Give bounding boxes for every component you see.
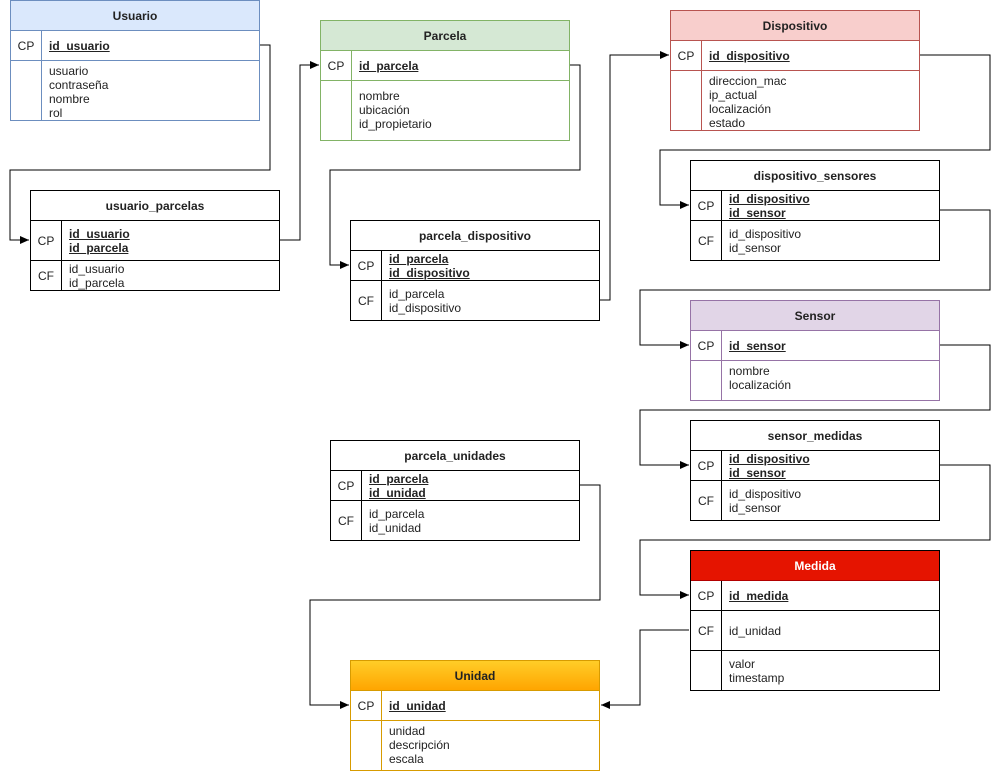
cf-label: CF	[691, 481, 722, 520]
entity-title: Parcela	[321, 21, 569, 51]
attr-field: nombre	[729, 364, 770, 378]
attr-field: nombre	[359, 89, 400, 103]
attr-field: contraseña	[49, 78, 109, 92]
attr-field: ubicación	[359, 103, 410, 117]
attr-field: nombre	[49, 92, 90, 106]
fk-field: id_dispositivo	[729, 226, 802, 241]
entity-title: usuario_parcelas	[31, 191, 279, 221]
entity-title: Usuario	[11, 1, 259, 31]
connector-sensor-to-sensor-medidas	[639, 344, 991, 469]
pk-field: id_parcela	[69, 240, 129, 255]
attr-field: unidad	[389, 724, 426, 738]
fk-field: id_sensor	[729, 500, 782, 515]
attr-field: escala	[389, 752, 424, 766]
entity-parcela[interactable]: Parcela CP id_parcela nombre ubicación i…	[320, 20, 570, 141]
fk-field: id_sensor	[729, 240, 782, 255]
pk-field: id_medida	[729, 588, 789, 603]
entity-title: parcela_unidades	[331, 441, 579, 471]
pk-field: id_usuario	[49, 38, 110, 53]
attr-field: localización	[729, 378, 792, 392]
entity-usuario[interactable]: Usuario CP id_usuario usuario contraseña…	[10, 0, 260, 121]
attr-field: estado	[709, 116, 746, 130]
pk-field: id_dispositivo	[389, 265, 470, 280]
pk-field: id_parcela	[369, 471, 429, 486]
pk-field: id_parcela	[389, 251, 449, 266]
entity-dispositivo-sensores[interactable]: dispositivo_sensores CP id_dispositivo i…	[690, 160, 940, 261]
pk-field: id_sensor	[729, 338, 786, 353]
fk-field: id_dispositivo	[729, 486, 802, 501]
fk-field: id_parcela	[389, 286, 445, 301]
cp-label: CP	[321, 51, 352, 80]
entity-usuario-parcelas[interactable]: usuario_parcelas CP id_usuario id_parcel…	[30, 190, 280, 291]
cf-label: CF	[691, 611, 722, 650]
fk-field: id_usuario	[69, 261, 125, 276]
connector-usuario-to-usuario-parcelas	[9, 44, 271, 244]
pk-field: id_dispositivo	[709, 48, 790, 63]
fk-field: id_parcela	[369, 506, 425, 521]
connector-parcela-to-parcela-dispositivo	[329, 64, 581, 269]
entity-title: Sensor	[691, 301, 939, 331]
cf-label: CF	[331, 501, 362, 540]
entity-title: parcela_dispositivo	[351, 221, 599, 251]
pk-field: id_sensor	[729, 465, 786, 480]
fk-field: id_unidad	[729, 623, 782, 638]
entity-unidad[interactable]: Unidad CP id_unidad unidad descripción e…	[350, 660, 600, 771]
attr-field: usuario	[49, 64, 89, 78]
entity-dispositivo[interactable]: Dispositivo CP id_dispositivo direccion_…	[670, 10, 920, 131]
connector-dispositivo-sensores-to-sensor	[639, 209, 991, 349]
connector-parcela-unidades-to-unidad	[309, 484, 601, 709]
entity-title: dispositivo_sensores	[691, 161, 939, 191]
entity-title: sensor_medidas	[691, 421, 939, 451]
cp-label: CP	[31, 221, 62, 260]
attr-field: localización	[709, 102, 772, 116]
cp-label: CP	[691, 451, 722, 480]
cp-label: CP	[351, 251, 382, 280]
fk-field: id_dispositivo	[389, 300, 462, 315]
pk-field: id_dispositivo	[729, 191, 810, 206]
cp-label: CP	[691, 331, 722, 360]
connector-usuario-parcelas-to-parcela	[280, 61, 319, 241]
attr-field: descripción	[389, 738, 450, 752]
pk-field: id_parcela	[359, 58, 419, 73]
entity-sensor[interactable]: Sensor CP id_sensor nombre localización	[690, 300, 940, 401]
pk-field: id_sensor	[729, 205, 786, 220]
attr-field: direccion_mac	[709, 74, 787, 88]
attr-field: ip_actual	[709, 88, 758, 102]
entity-sensor-medidas[interactable]: sensor_medidas CP id_dispositivo id_sens…	[690, 420, 940, 521]
fk-field: id_parcela	[69, 275, 125, 290]
entity-medida[interactable]: Medida CP id_medida CF id_unidad valor t…	[690, 550, 940, 691]
attr-field: valor	[729, 656, 756, 671]
entity-parcela-unidades[interactable]: parcela_unidades CP id_parcela id_unidad…	[330, 440, 580, 541]
cp-label: CP	[691, 191, 722, 220]
pk-field: id_unidad	[369, 485, 426, 500]
connector-medida-to-unidad	[601, 629, 689, 709]
cf-label: CF	[31, 261, 62, 290]
connector-dispositivo-to-dispositivo-sensores	[659, 54, 991, 209]
cp-label: CP	[11, 31, 42, 60]
pk-field: id_unidad	[389, 698, 446, 713]
attr-field: id_propietario	[359, 117, 432, 131]
fk-field: id_unidad	[369, 520, 422, 535]
entity-title: Unidad	[351, 661, 599, 691]
attr-field: rol	[49, 106, 63, 120]
cp-label: CP	[671, 41, 702, 70]
entity-title: Medida	[691, 551, 939, 581]
connector-sensor-medidas-to-medida	[639, 464, 991, 599]
cp-label: CP	[351, 691, 382, 720]
connector-parcela-dispositivo-to-dispositivo	[600, 51, 669, 301]
entity-title: Dispositivo	[671, 11, 919, 41]
pk-field: id_usuario	[69, 226, 130, 241]
entity-parcela-dispositivo[interactable]: parcela_dispositivo CP id_parcela id_dis…	[350, 220, 600, 321]
cp-label: CP	[331, 471, 362, 500]
cf-label: CF	[351, 281, 382, 320]
cp-label: CP	[691, 581, 722, 610]
attr-field: timestamp	[729, 670, 785, 685]
cf-label: CF	[691, 221, 722, 260]
pk-field: id_dispositivo	[729, 451, 810, 466]
